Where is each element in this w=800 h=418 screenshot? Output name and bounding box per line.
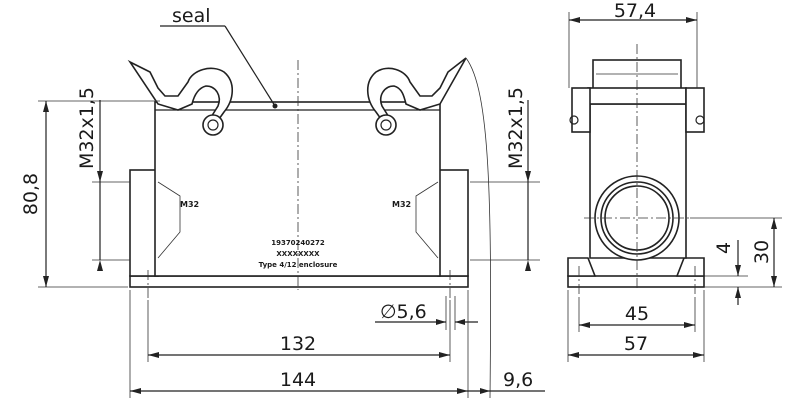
total-length-dimension — [129, 290, 469, 398]
side-lever-left — [571, 87, 591, 133]
hole-diameter-label: ∅5,6 — [380, 301, 427, 323]
base-width-label: 57 — [624, 333, 648, 355]
left-pivot — [202, 114, 224, 136]
inner-length-dimension — [147, 300, 451, 362]
right-thread-label: M32x1,5 — [505, 87, 527, 169]
left-foot — [567, 257, 597, 277]
inner-length-label: 132 — [280, 333, 316, 355]
left-boss — [129, 169, 159, 277]
m32-right-mark: M32 — [392, 200, 411, 209]
foot-height-dimension — [704, 240, 748, 305]
height-dimension — [38, 100, 160, 288]
seal-label: seal — [172, 5, 211, 27]
seal-callout — [160, 25, 276, 107]
part-number-mark: 19370240272 — [271, 239, 325, 247]
right-boss — [437, 169, 469, 277]
top-width-label: 57,4 — [614, 0, 656, 22]
side-lever-right — [685, 87, 705, 133]
top-width-dimension — [568, 12, 698, 88]
axis-height-dimension — [690, 217, 782, 288]
foot-height-label: 4 — [713, 242, 735, 254]
foot-spacing-dimension — [578, 298, 696, 332]
base-width-dimension — [567, 290, 705, 362]
side-base — [567, 275, 705, 288]
right-pivot — [375, 114, 397, 136]
left-thread-label: M32x1,5 — [76, 87, 98, 169]
right-thread-dimension — [470, 100, 540, 271]
left-thread-dimension — [92, 100, 130, 271]
code-mark: XXXXXXXX — [276, 250, 320, 258]
offset-label: 9,6 — [503, 369, 533, 391]
height-label: 80,8 — [20, 173, 42, 215]
offset-dimension — [465, 57, 545, 399]
hole-dimension — [375, 296, 478, 330]
front-view — [127, 57, 469, 300]
side-view — [567, 44, 705, 298]
foot-spacing-label: 45 — [625, 303, 649, 325]
base-flange — [129, 275, 469, 288]
axis-height-label: 30 — [751, 240, 773, 264]
right-foot — [675, 257, 705, 277]
total-length-label: 144 — [280, 369, 316, 391]
type-mark: Type 4/12 enclosure — [259, 261, 338, 269]
m32-left-mark: M32 — [180, 200, 199, 209]
